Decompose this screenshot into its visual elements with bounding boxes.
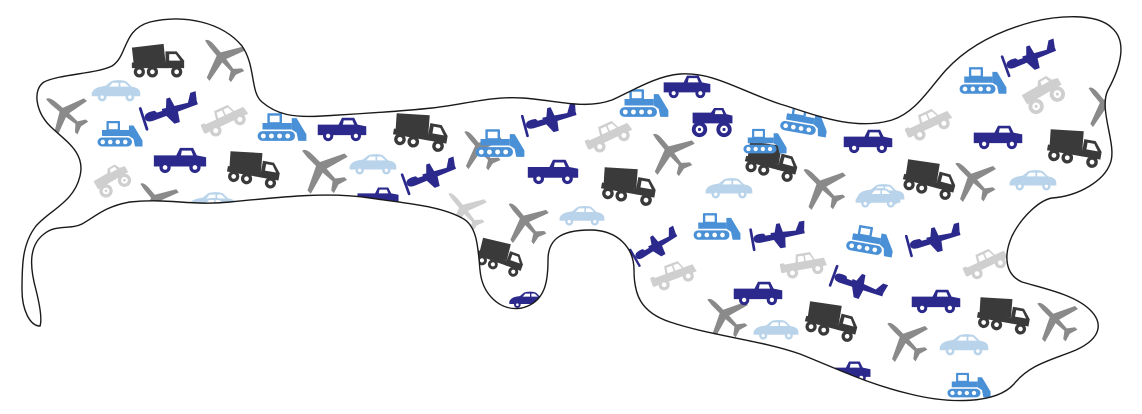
car-motif: [63, 259, 105, 278]
car-icon: [63, 259, 105, 278]
shape-outline: [21, 16, 1122, 402]
dozer-icon: [1021, 217, 1067, 243]
shape-background: [22, 16, 1121, 401]
dozer-motif: [1021, 217, 1067, 243]
